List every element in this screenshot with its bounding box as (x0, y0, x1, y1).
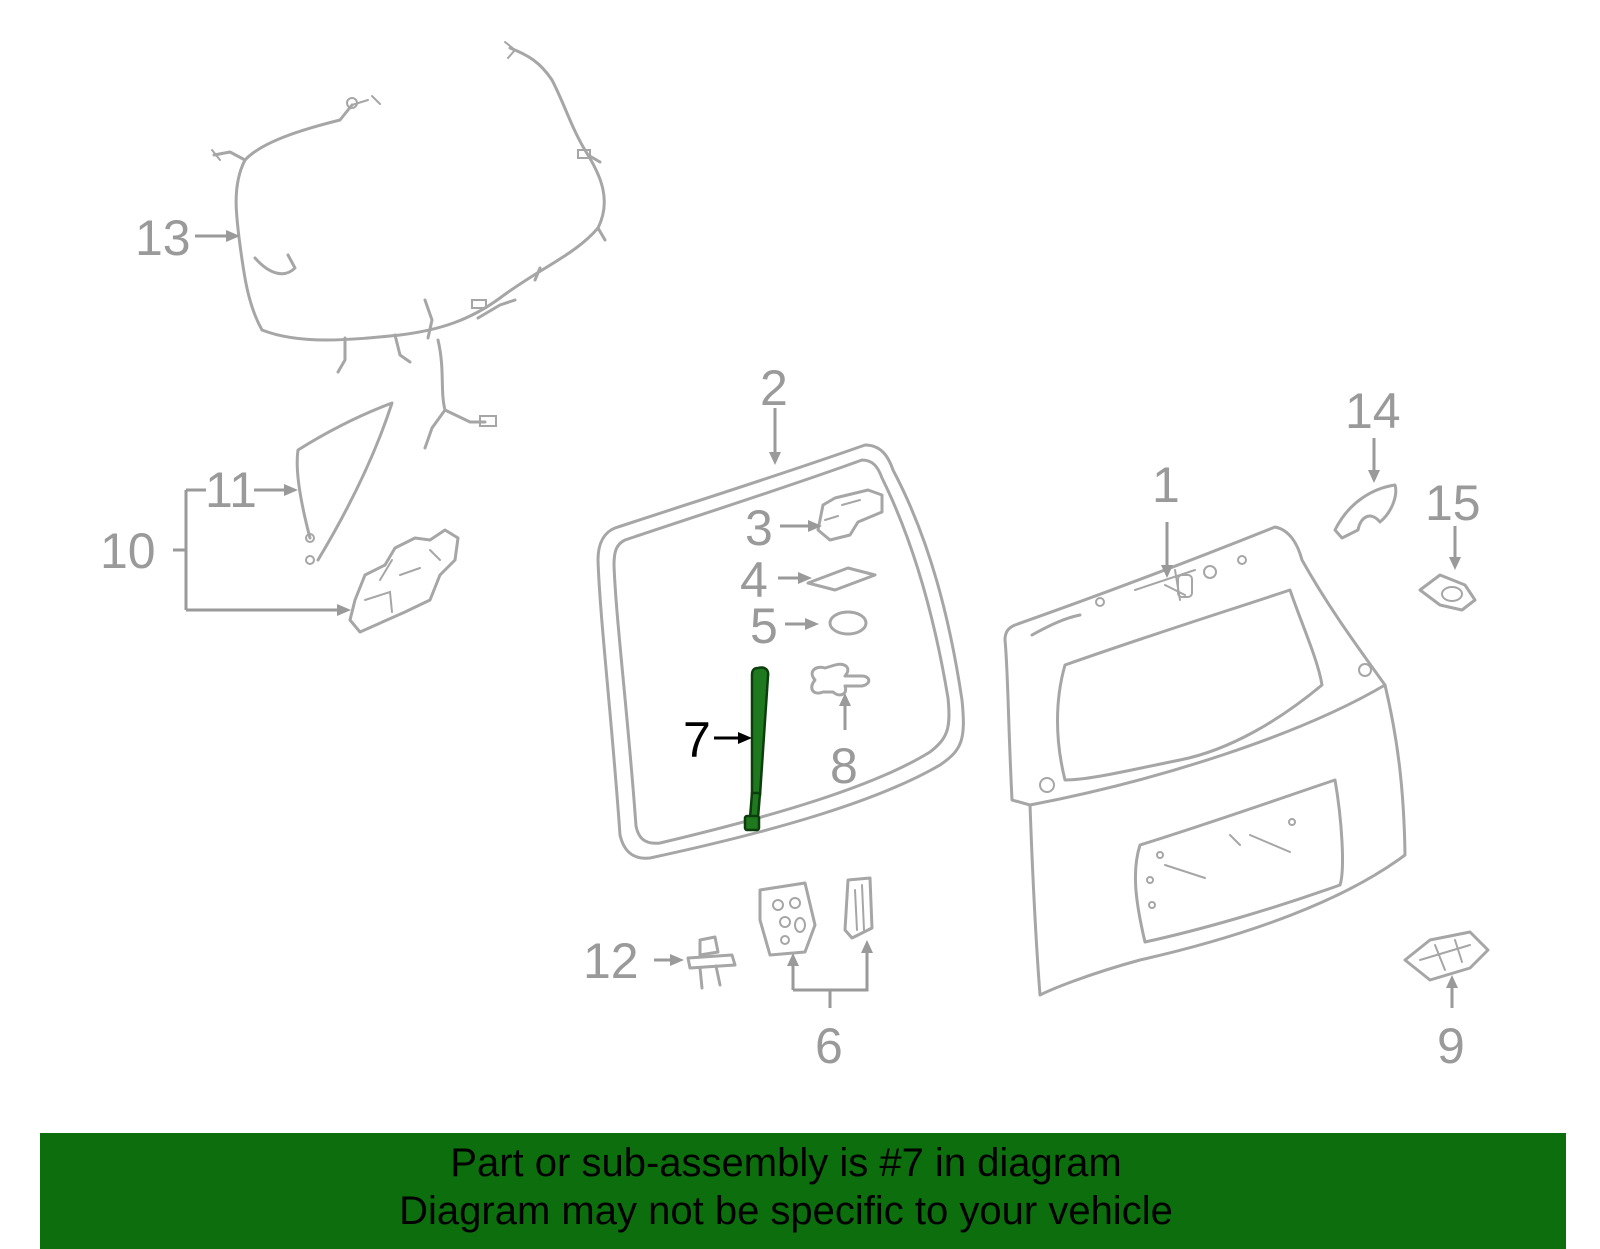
banner-disclaimer: Diagram may not be specific to your vehi… (399, 1189, 1173, 1233)
part-12-clip[interactable] (686, 935, 737, 990)
part-2-weatherstrip[interactable] (596, 443, 965, 860)
callout-10: 10 (100, 523, 156, 579)
part-3-latch-bracket[interactable] (816, 488, 884, 542)
part-11-cable[interactable] (295, 401, 394, 565)
callout-5: 5 (750, 598, 778, 654)
callout-3: 3 (745, 500, 773, 556)
callout-14: 14 (1345, 383, 1401, 439)
info-banner: Part or sub-assembly is #7 in diagram Di… (40, 1133, 1566, 1249)
callout-13: 13 (135, 210, 191, 266)
callout-4: 4 (740, 552, 768, 608)
part-5-bumper[interactable] (828, 610, 868, 636)
part-6-hinge[interactable] (758, 876, 874, 957)
callout-6: 6 (815, 1018, 843, 1074)
part-1-liftgate[interactable] (1003, 525, 1407, 997)
part-8-bolt[interactable] (810, 662, 871, 697)
part-7-lift-support-strut[interactable] (743, 666, 770, 832)
callout-8: 8 (830, 738, 858, 794)
callout-11: 11 (205, 462, 257, 518)
part-15-bezel[interactable] (1418, 573, 1477, 612)
part-9-handle[interactable] (1403, 930, 1490, 982)
part-10-lock-actuator[interactable] (348, 528, 460, 634)
part-4-pad[interactable] (806, 566, 877, 592)
callout-2: 2 (760, 360, 788, 416)
part-13-wiring-harness[interactable] (211, 41, 607, 450)
callout-12: 12 (583, 933, 639, 989)
callout-15: 15 (1425, 475, 1481, 531)
callout-1: 1 (1152, 457, 1180, 513)
part-14-trim-piece[interactable] (1333, 483, 1398, 540)
callout-7: 7 (683, 712, 711, 768)
callout-9: 9 (1437, 1018, 1465, 1074)
banner-part-note: Part or sub-assembly is #7 in diagram (450, 1141, 1122, 1185)
